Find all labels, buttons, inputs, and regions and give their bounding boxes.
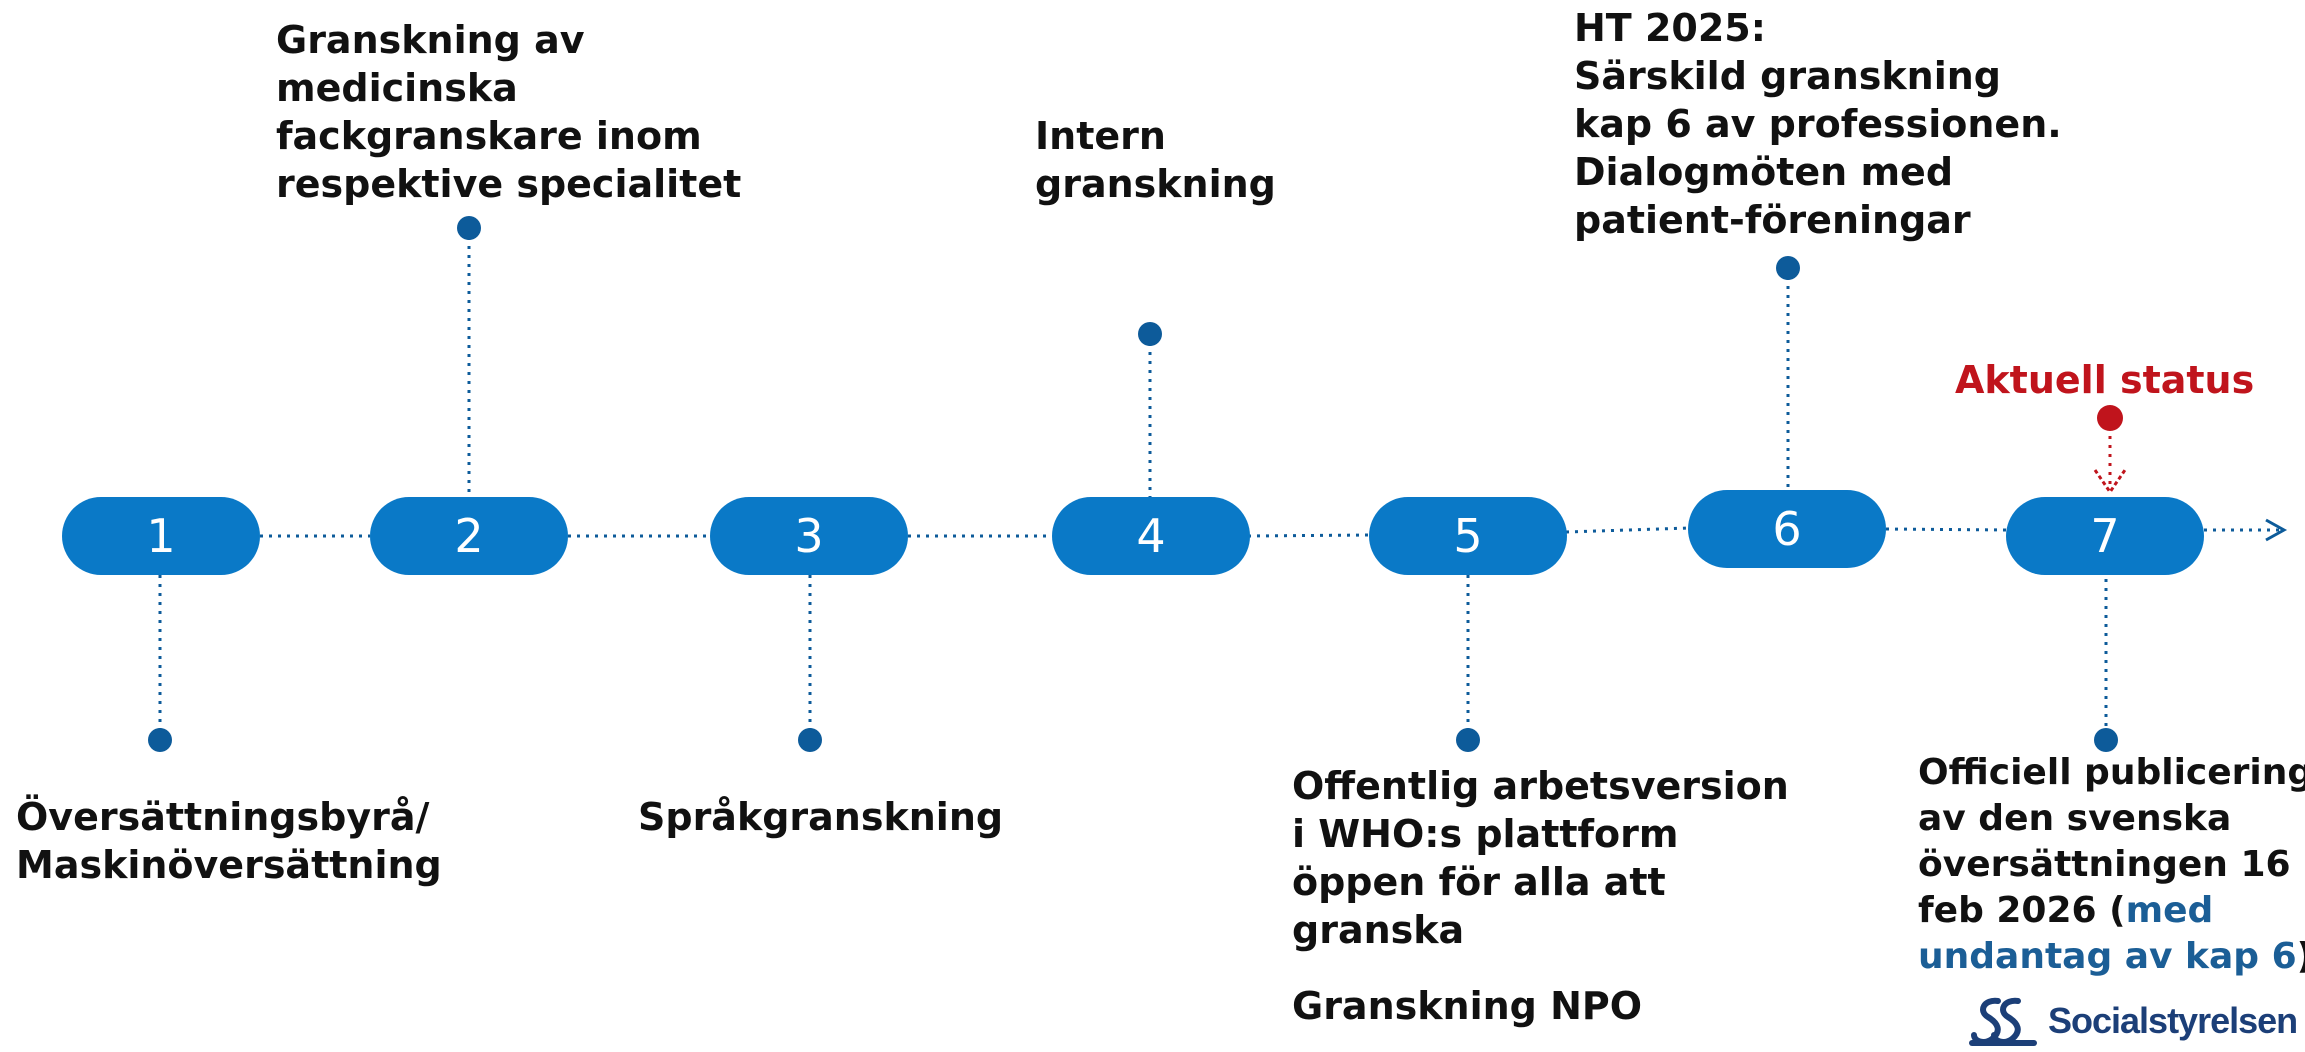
step-6-label-line: kap 6 av professionen.: [1574, 102, 2062, 146]
connector-dot-step-2: [457, 216, 481, 240]
step-5-label: Offentlig arbetsversion i WHO:s plattfor…: [1292, 762, 1789, 954]
step-3-label: Språkgranskning: [638, 793, 1003, 841]
connector-dot-step-7: [2094, 728, 2118, 752]
step-2-label-line: Granskning av: [276, 18, 585, 62]
connector-dot-step-4: [1138, 322, 1162, 346]
status-dot: [2097, 405, 2123, 431]
step-7-label-line: översättningen 16: [1918, 844, 2291, 885]
step-3-label-line: Språkgranskning: [638, 795, 1004, 839]
connector-dots: [148, 216, 2118, 752]
step-4-label-line: granskning: [1035, 162, 1276, 206]
step-2-label-line: fackgranskare inom: [276, 114, 702, 158]
step-6-label-line: Dialogmöten med: [1574, 150, 1954, 194]
step-7-label-line: Officiell publicering: [1918, 752, 2305, 793]
step-1-number: 1: [146, 509, 176, 563]
step-3-pill: 3: [710, 497, 908, 575]
socialstyrelsen-emblem-icon: [1969, 997, 2037, 1046]
step-connectors: [158, 228, 2108, 740]
step-1-label-line: Översättningsbyrå/: [16, 795, 430, 839]
step-5-label-line: granska: [1292, 908, 1465, 952]
step-1-label: Översättningsbyrå/ Maskinöversättning: [16, 793, 442, 889]
step-7-label: Officiell publicering av den svenska öve…: [1918, 750, 2305, 980]
step-7-label-line: undantag av kap 6): [1918, 934, 2305, 980]
step-1-pill: 1: [62, 497, 260, 575]
socialstyrelsen-logo: Socialstyrelsen: [1968, 990, 2298, 1052]
step-7-number: 7: [2090, 509, 2120, 563]
timeline-arrowhead-icon: [2265, 518, 2288, 542]
connector-dot-step-5: [1456, 728, 1480, 752]
timeline-axis: [260, 526, 2280, 538]
status-arrow-icon: [2093, 469, 2127, 495]
step-6-pill: 6: [1688, 490, 1886, 568]
logo-text: Socialstyrelsen: [2048, 1000, 2298, 1041]
step-5-number: 5: [1453, 509, 1483, 563]
step-7-exception-text: med: [2125, 890, 2214, 931]
current-status-label: Aktuell status: [1955, 358, 2255, 402]
step-2-label: Granskning av medicinska fackgranskare i…: [276, 16, 741, 208]
step-5-extra-label: Granskning NPO: [1292, 984, 1643, 1028]
step-4-label-line: Intern: [1035, 114, 1166, 158]
step-5-pill: 5: [1369, 497, 1567, 575]
step-6-label-line: Särskild granskning: [1574, 54, 2001, 98]
step-6-label-line: patient-föreningar: [1574, 198, 1971, 242]
step-4-number: 4: [1136, 509, 1166, 563]
step-2-label-line: respektive specialitet: [276, 162, 742, 206]
step-7-date-text: feb 2026 (: [1918, 890, 2126, 931]
step-1-label-line: Maskinöversättning: [16, 843, 442, 887]
step-7-pill: 7: [2006, 497, 2204, 575]
step-5-label-line: i WHO:s plattform: [1292, 812, 1679, 856]
step-6-label: HT 2025: Särskild granskning kap 6 av pr…: [1574, 4, 2062, 244]
step-5-label-line: Offentlig arbetsversion: [1292, 764, 1789, 808]
step-7-label-line: av den svenska: [1918, 798, 2232, 839]
step-6-number: 6: [1772, 502, 1802, 556]
connector-dot-step-6: [1776, 256, 1800, 280]
step-6-label-line: HT 2025:: [1574, 6, 1766, 50]
step-4-label: Intern granskning: [1035, 112, 1276, 208]
step-7-closing-paren: ): [2297, 936, 2305, 977]
connector-dot-step-3: [798, 728, 822, 752]
step-7-label-line: feb 2026 (med: [1918, 888, 2305, 934]
connector-dot-step-1: [148, 728, 172, 752]
step-4-pill: 4: [1052, 497, 1250, 575]
step-2-number: 2: [454, 509, 484, 563]
step-3-number: 3: [794, 509, 824, 563]
step-7-exception-text: undantag av kap 6: [1918, 936, 2297, 977]
status-marker: [2093, 405, 2127, 495]
step-2-pill: 2: [370, 497, 568, 575]
step-2-label-line: medicinska: [276, 66, 518, 110]
step-5-label-line: öppen för alla att: [1292, 860, 1666, 904]
